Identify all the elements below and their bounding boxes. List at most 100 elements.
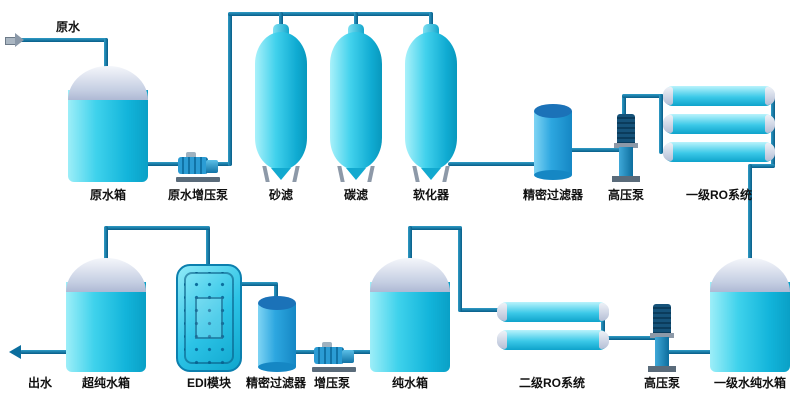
vessel-leg (412, 166, 420, 182)
pipe (206, 226, 210, 268)
pump-base (648, 366, 676, 372)
ro-membrane-tube (663, 114, 775, 134)
pure-water-tank (370, 258, 450, 372)
pump-body (655, 337, 669, 367)
raw-water-tank (68, 66, 148, 182)
sand-filter-vessel (255, 24, 307, 182)
tank-dome (370, 258, 450, 292)
carbon-filter-vessel (330, 24, 382, 182)
vessel-cone (271, 168, 291, 180)
precision-filter-1 (534, 104, 572, 180)
pump-head (206, 160, 218, 173)
vessel-leg (367, 166, 375, 182)
edi-bolt-grid (184, 272, 234, 364)
pipe (666, 350, 714, 354)
vessel-shell (255, 32, 307, 170)
pipe (274, 282, 278, 304)
tank-dome (66, 258, 146, 292)
ro-system-2 (497, 302, 609, 350)
tank-body (66, 282, 146, 372)
pipe (748, 164, 775, 168)
ro-membrane-tube (663, 142, 775, 162)
pipe (18, 38, 108, 42)
pump-motor (653, 304, 671, 334)
tank-dome (710, 258, 790, 292)
pipe (240, 282, 278, 286)
cartridge-body (258, 303, 296, 367)
vessel-leg (292, 166, 300, 182)
pump-terminal-box (322, 342, 332, 349)
label-inlet: 原水 (55, 20, 80, 34)
pipe (448, 162, 552, 166)
pump-base (176, 177, 220, 182)
pipe (622, 94, 626, 118)
pump-motor (314, 347, 344, 364)
cartridge-bottom (258, 362, 296, 372)
ro-end-cap (765, 87, 775, 105)
ro-end-cap (663, 87, 673, 105)
pipe (603, 336, 660, 340)
label-precision-filter-1: 精密过滤器 (522, 188, 583, 202)
raw-booster-pump (176, 152, 220, 182)
pump-motor (178, 157, 208, 174)
pipe (771, 94, 775, 168)
pipe (408, 226, 462, 230)
label-booster-pump: 增压泵 (313, 376, 350, 390)
pipe (601, 308, 605, 340)
pump-motor (617, 114, 635, 144)
vessel-leg (442, 166, 450, 182)
pipe (659, 94, 663, 154)
inlet-arrow-head (15, 33, 24, 47)
ultrapure-water-tank (66, 258, 146, 372)
pump-terminal-box (186, 152, 196, 159)
tank-body (370, 282, 450, 372)
ro-system-1 (663, 86, 775, 162)
label-ro-system-2: 二级RO系统 (518, 376, 585, 390)
ro-end-cap (497, 303, 507, 321)
softener-vessel (405, 24, 457, 182)
label-outlet: 出水 (27, 376, 52, 390)
ro-end-cap (765, 143, 775, 161)
label-ro-system-1: 一级RO系统 (685, 188, 752, 202)
pipe (458, 226, 462, 312)
pipe (458, 308, 500, 312)
pump-base (312, 367, 356, 372)
stage1-pure-water-tank (710, 258, 790, 372)
label-edi-module: EDI模块 (186, 376, 231, 390)
pipe (748, 164, 752, 266)
pipe (104, 226, 108, 266)
label-ultrapure-water-tank: 超纯水箱 (81, 376, 130, 390)
pipe (104, 38, 108, 72)
pump-head (342, 350, 354, 363)
pipe (622, 94, 664, 98)
vessel-leg (262, 166, 270, 182)
pump-flange (650, 333, 674, 338)
vessel-shell (330, 32, 382, 170)
cartridge-top (258, 296, 296, 310)
ro-end-cap (497, 331, 507, 349)
ro-end-cap (663, 143, 673, 161)
precision-filter-2 (258, 296, 296, 372)
inlet-arrow-icon (5, 33, 24, 47)
label-high-pressure-pump-2: 高压泵 (643, 376, 680, 390)
ro-membrane-tube (497, 330, 609, 350)
pump-base (612, 176, 640, 182)
pipe (568, 148, 624, 152)
cartridge-bottom (534, 170, 572, 180)
tank-body (710, 282, 790, 372)
pipe (20, 350, 72, 354)
tank-dome (68, 66, 148, 100)
ro-membrane-tube (497, 302, 609, 322)
pipe (408, 226, 412, 266)
ro-end-cap (599, 303, 609, 321)
booster-pump (312, 342, 356, 372)
ro-end-cap (765, 115, 775, 133)
pipe (228, 12, 433, 16)
label-pure-water-tank: 纯水箱 (391, 376, 428, 390)
label-softener: 软化器 (412, 188, 449, 202)
pipe (228, 12, 232, 166)
label-raw-water-tank: 原水箱 (89, 188, 126, 202)
edi-center-panel (195, 297, 223, 339)
vessel-leg (337, 166, 345, 182)
